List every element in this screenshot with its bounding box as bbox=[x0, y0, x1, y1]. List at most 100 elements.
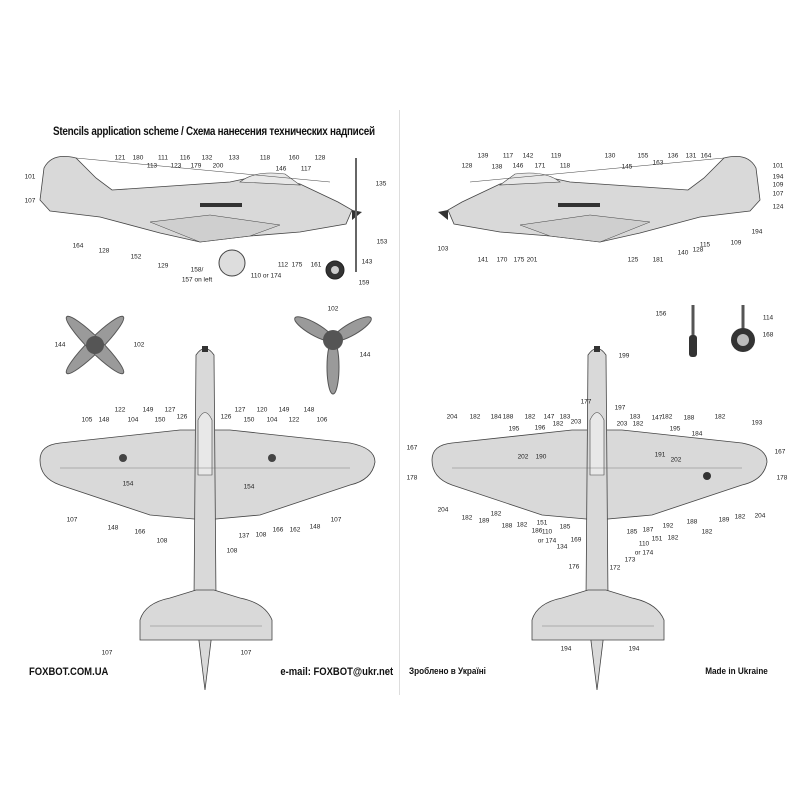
stencil-callout-side-right: 171 bbox=[534, 162, 546, 170]
stencil-callout-side-left: 135 bbox=[375, 180, 387, 188]
website-link[interactable]: FOXBOT.COM.UA bbox=[29, 666, 109, 678]
stencil-callout-props-gear: 102 bbox=[133, 341, 145, 349]
stencil-callout-top-view: 108 bbox=[226, 547, 238, 555]
stencil-callout-top-view: 137 bbox=[238, 532, 250, 540]
stencil-callout-bottom-view: 183 bbox=[559, 413, 571, 421]
stencil-callout-bottom-view: 182 bbox=[552, 420, 564, 428]
stencil-callout-top-view: 162 bbox=[289, 526, 301, 534]
stencil-callout-bottom-view: 151 bbox=[651, 535, 663, 543]
stencil-callout-bottom-view: 176 bbox=[568, 563, 580, 571]
stencil-callout-bottom-view: 193 bbox=[751, 419, 763, 427]
stencil-callout-bottom-view: 182 bbox=[667, 534, 679, 542]
stencil-callout-bottom-view: 182 bbox=[516, 521, 528, 529]
made-in-ukraine-ua: Зроблено в Україні bbox=[409, 666, 486, 677]
stencil-callout-side-left: 101 bbox=[24, 173, 36, 181]
stencil-callout-bottom-view: 110 bbox=[638, 540, 650, 548]
stencil-callout-side-right: 119 bbox=[550, 152, 562, 160]
stencil-callout-top-view: 154 bbox=[122, 480, 134, 488]
stencil-callout-bottom-view: 192 bbox=[662, 522, 674, 530]
stencil-callout-side-left: 133 bbox=[228, 154, 240, 162]
stencil-callout-top-view: 105 bbox=[81, 416, 93, 424]
stencil-callout-bottom-view: 204 bbox=[437, 506, 449, 514]
stencil-callout-top-view: 148 bbox=[303, 406, 315, 414]
stencil-callout-side-left: 129 bbox=[157, 262, 169, 270]
stencil-callout-bottom-view: 110 bbox=[541, 528, 553, 536]
stencil-callout-top-view: 108 bbox=[255, 531, 267, 539]
stencil-callout-props-gear: 144 bbox=[54, 341, 66, 349]
stencil-callout-side-left: 179 bbox=[190, 162, 202, 170]
stencil-callout-bottom-view: 189 bbox=[478, 517, 490, 525]
stencil-callout-bottom-view: 202 bbox=[517, 453, 529, 461]
stencil-callout-top-view: 150 bbox=[154, 416, 166, 424]
page-divider bbox=[399, 110, 400, 695]
stencil-callout-side-right: 101 bbox=[772, 162, 784, 170]
stencil-callout-bottom-view: 167 bbox=[774, 448, 786, 456]
stencil-callout-props-gear: 114 bbox=[762, 314, 774, 322]
stencil-callout-side-left: 157 on left bbox=[181, 276, 213, 284]
stencil-callout-side-right: 146 bbox=[512, 162, 524, 170]
top-view bbox=[39, 345, 376, 691]
stencil-callout-bottom-view: 178 bbox=[406, 474, 418, 482]
stencil-callout-side-right: 131 bbox=[685, 152, 697, 160]
stencil-callout-bottom-view: 182 bbox=[632, 420, 644, 428]
stencil-callout-top-view: 107 bbox=[330, 516, 342, 524]
stencil-callout-side-left: 132 bbox=[201, 154, 213, 162]
stencil-callout-bottom-view: 203 bbox=[616, 420, 628, 428]
stencil-callout-side-right: 115 bbox=[699, 241, 711, 249]
stencil-callout-top-view: 108 bbox=[156, 537, 168, 545]
stencil-callout-side-left: 110 or 174 bbox=[250, 272, 282, 280]
stencil-callout-bottom-view: 188 bbox=[686, 518, 698, 526]
stencil-callout-top-view: 107 bbox=[101, 649, 113, 657]
stencil-callout-side-left: 143 bbox=[361, 258, 373, 266]
stencil-callout-top-view: 104 bbox=[127, 416, 139, 424]
stencil-callout-side-left: 118 bbox=[259, 154, 271, 162]
stencil-callout-side-right: 164 bbox=[700, 152, 712, 160]
stencil-callout-side-left: 146 bbox=[275, 165, 287, 173]
stencil-callout-bottom-view: 134 bbox=[556, 543, 568, 551]
stencil-callout-side-right: 117 bbox=[502, 152, 514, 160]
stencil-callout-top-view: 127 bbox=[234, 406, 246, 414]
stencil-callout-bottom-view: 204 bbox=[446, 413, 458, 421]
email-link[interactable]: e-mail: FOXBOT@ukr.net bbox=[280, 666, 393, 678]
stencil-callout-bottom-view: 177 bbox=[580, 398, 592, 406]
stencil-callout-side-left: 113 bbox=[146, 162, 158, 170]
stencil-callout-top-view: 150 bbox=[243, 416, 255, 424]
stencil-callout-side-left: 175 bbox=[291, 261, 303, 269]
stencil-callout-bottom-view: 184 bbox=[691, 430, 703, 438]
stencil-callout-bottom-view: 184 bbox=[490, 413, 502, 421]
side-view-right bbox=[437, 155, 761, 243]
stencil-callout-bottom-view: 197 bbox=[614, 404, 626, 412]
stencil-callout-bottom-view: 195 bbox=[669, 425, 681, 433]
stencil-callout-side-right: 125 bbox=[627, 256, 639, 264]
main-wheel bbox=[218, 249, 246, 277]
stencil-callout-side-right: 140 bbox=[677, 249, 689, 257]
stencil-callout-side-right: 124 bbox=[772, 203, 784, 211]
stencil-callout-props-gear: 102 bbox=[327, 305, 339, 313]
stencil-callout-side-right: 139 bbox=[477, 152, 489, 160]
stencil-callout-top-view: 107 bbox=[66, 516, 78, 524]
stencil-callout-side-right: 155 bbox=[637, 152, 649, 160]
stencil-callout-props-gear: 156 bbox=[655, 310, 667, 318]
stencil-callout-bottom-view: 188 bbox=[502, 413, 514, 421]
stencil-callout-bottom-view: 188 bbox=[501, 522, 513, 530]
stencil-callout-bottom-view: or 174 bbox=[634, 549, 654, 557]
stencil-callout-top-view: 149 bbox=[278, 406, 290, 414]
stencil-callout-side-left: 200 bbox=[212, 162, 224, 170]
stencil-callout-side-right: 170 bbox=[496, 256, 508, 264]
stencil-callout-bottom-view: 188 bbox=[683, 414, 695, 422]
stencil-callout-bottom-view: 173 bbox=[624, 556, 636, 564]
stencil-callout-bottom-view: 194 bbox=[560, 645, 572, 653]
stencil-callout-bottom-view: 182 bbox=[490, 510, 502, 518]
stencil-callout-bottom-view: 182 bbox=[469, 413, 481, 421]
stencil-callout-bottom-view: 185 bbox=[559, 523, 571, 531]
stencil-callout-side-right: 145 bbox=[621, 163, 633, 171]
stencil-callout-side-left: 121 bbox=[114, 154, 126, 162]
stencil-callout-side-right: 109 bbox=[730, 239, 742, 247]
stencil-callout-side-left: 161 bbox=[310, 261, 322, 269]
stencil-callout-side-left: 107 bbox=[24, 197, 36, 205]
stencil-callout-top-view: 149 bbox=[142, 406, 154, 414]
stencil-callout-side-left: 164 bbox=[72, 242, 84, 250]
four-blade-propeller bbox=[65, 315, 125, 375]
stencil-callout-side-left: 159 bbox=[358, 279, 370, 287]
